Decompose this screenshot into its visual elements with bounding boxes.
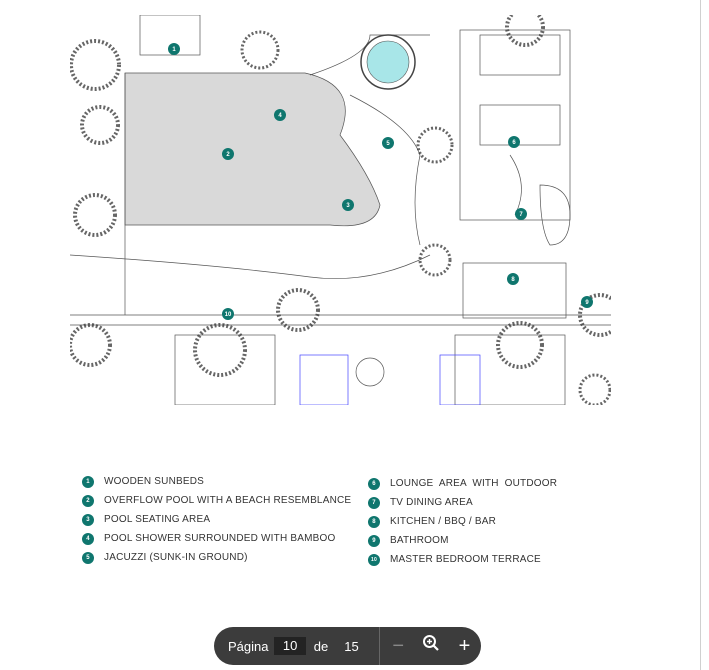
svg-text:6: 6	[512, 140, 516, 146]
toolbar-divider	[378, 627, 380, 665]
legend-item: 7 TV DINING AREA	[368, 493, 557, 512]
zoom-in-button[interactable]: +	[458, 634, 471, 657]
legend-badge: 2	[82, 494, 94, 507]
plan-markers: 1 2 3 4 5 6 7 8 9 10	[168, 43, 593, 320]
svg-text:8: 8	[511, 277, 515, 283]
site-plan-drawing: 1 2 3 4 5 6 7 8 9 10	[70, 15, 611, 405]
marker-8: 8	[507, 273, 519, 285]
legend-label: MASTER BEDROOM TERRACE	[390, 554, 541, 565]
marker-6: 6	[508, 136, 520, 148]
marker-7: 7	[515, 208, 527, 220]
legend-badge: 5	[82, 551, 94, 564]
pool-outline	[124, 72, 381, 227]
pdf-page-toolbar: Página 10 de 15 − +	[214, 627, 481, 665]
legend-badge: 9	[368, 534, 380, 547]
legend-label: BATHROOM	[390, 535, 449, 546]
svg-text:4: 4	[278, 113, 282, 119]
legend-item: 4 POOL SHOWER SURROUNDED WITH BAMBOO	[82, 529, 351, 548]
legend-label: TV DINING AREA	[390, 497, 473, 508]
legend-item: 1 WOODEN SUNBEDS	[82, 472, 351, 491]
legend-item: 3 POOL SEATING AREA	[82, 510, 351, 529]
legend-item: 2 OVERFLOW POOL WITH A BEACH RESEMBLANCE	[82, 491, 351, 510]
legend-label: OVERFLOW POOL WITH A BEACH RESEMBLANCE	[104, 495, 352, 506]
legend-item: 9 BATHROOM	[368, 531, 557, 550]
legend-item: 5 JACUZZI (SUNK-IN GROUND)	[82, 548, 351, 567]
legend-badge: 8	[368, 515, 380, 528]
legend-label: JACUZZI (SUNK-IN GROUND)	[104, 552, 248, 563]
legend-label: WOODEN SUNBEDS	[104, 476, 205, 487]
svg-text:9: 9	[585, 300, 589, 306]
legend-item: 10 MASTER BEDROOM TERRACE	[368, 550, 557, 569]
marker-2: 2	[222, 148, 234, 160]
svg-text:5: 5	[386, 141, 390, 147]
svg-text:3: 3	[346, 203, 350, 209]
marker-9: 9	[581, 296, 593, 308]
of-label: de	[313, 638, 329, 654]
legend-left: 1 WOODEN SUNBEDS 2 OVERFLOW POOL WITH A BE…	[82, 472, 351, 567]
total-pages: 15	[344, 638, 359, 654]
magnifier-icon	[423, 635, 440, 651]
marker-10: 10	[222, 308, 234, 320]
legend-item: 6 LOUNGE AREA WITH OUTDOOR	[368, 474, 557, 493]
legend-label: POOL SHOWER SURROUNDED WITH BAMBOO	[104, 533, 336, 544]
svg-text:2: 2	[226, 152, 230, 158]
legend-badge: 7	[368, 496, 380, 509]
legend-badge: 4	[82, 532, 94, 545]
marker-4: 4	[274, 109, 286, 121]
legend-badge: 10	[368, 553, 380, 566]
page-number-input[interactable]: 10	[274, 637, 306, 655]
zoom-out-button[interactable]: −	[392, 634, 405, 657]
marker-1: 1	[168, 43, 180, 55]
svg-text:10: 10	[225, 312, 232, 318]
legend-badge: 6	[368, 477, 380, 490]
marker-5: 5	[382, 137, 394, 149]
zoom-fit-button[interactable]	[415, 634, 448, 658]
legend-item: 8 KITCHEN / BBQ / BAR	[368, 512, 557, 531]
marker-3: 3	[342, 199, 354, 211]
legend-label: POOL SEATING AREA	[104, 514, 211, 525]
legend-badge: 3	[82, 513, 94, 526]
legend-label: LOUNGE AREA WITH OUTDOOR	[390, 478, 558, 489]
trees	[70, 15, 611, 405]
viewer-edge	[700, 0, 701, 670]
legend-badge: 1	[82, 475, 94, 488]
legend-right: 6 LOUNGE AREA WITH OUTDOOR 7 TV DINING ARE…	[368, 474, 557, 569]
legend-label: KITCHEN / BBQ / BAR	[390, 516, 497, 527]
page-label: Página	[228, 638, 269, 654]
svg-text:7: 7	[519, 212, 523, 218]
svg-text:1: 1	[172, 47, 176, 53]
